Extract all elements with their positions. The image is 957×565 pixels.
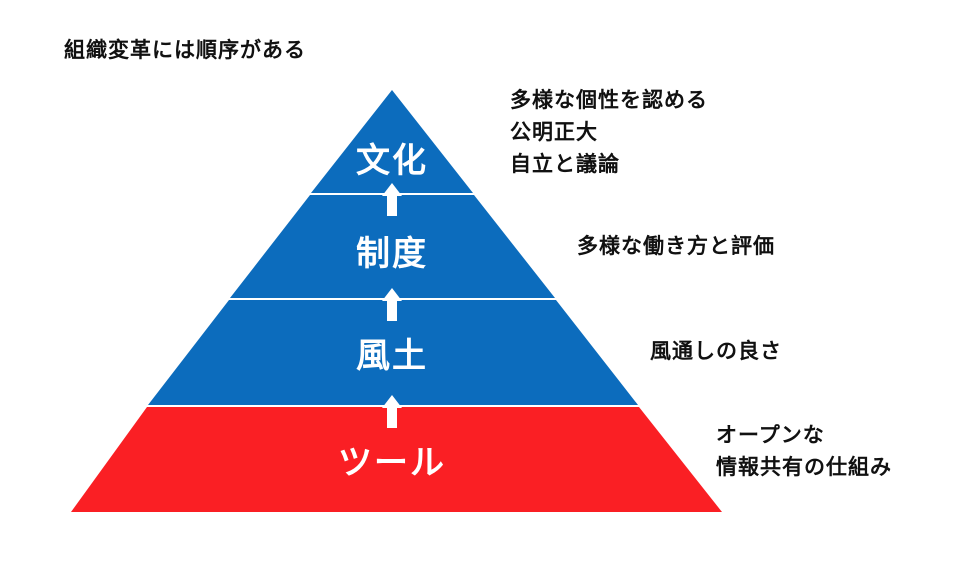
page-title: 組織変革には順序がある (64, 38, 306, 62)
layer-label-system: 制度 (356, 234, 428, 274)
note-line: 公明正大 (510, 120, 598, 144)
up-arrow-icon (382, 183, 402, 216)
note-line: 自立と議論 (510, 152, 620, 176)
note-line: 風通しの良さ (650, 339, 782, 363)
note-tools: オープンな 情報共有の仕組み (716, 419, 892, 483)
layer-label-climate: 風土 (356, 336, 428, 376)
layer-climate-block (148, 300, 638, 405)
layer-label-culture: 文化 (356, 141, 428, 181)
note-line: 情報共有の仕組み (716, 455, 892, 479)
layer-culture-block (311, 90, 473, 193)
up-arrow-icon (382, 395, 402, 428)
layer-system-block (230, 195, 555, 298)
note-line: 多様な個性を認める (510, 88, 708, 112)
note-culture: 多様な個性を認める 公明正大 自立と議論 (510, 84, 708, 180)
note-system: 多様な働き方と評価 (577, 230, 775, 262)
note-line: 多様な働き方と評価 (577, 234, 775, 258)
up-arrow-icon (382, 288, 402, 321)
layer-tools-block (71, 407, 722, 512)
note-line: オープンな (716, 423, 825, 447)
layer-label-tools: ツール (338, 443, 446, 483)
note-climate: 風通しの良さ (650, 335, 782, 367)
